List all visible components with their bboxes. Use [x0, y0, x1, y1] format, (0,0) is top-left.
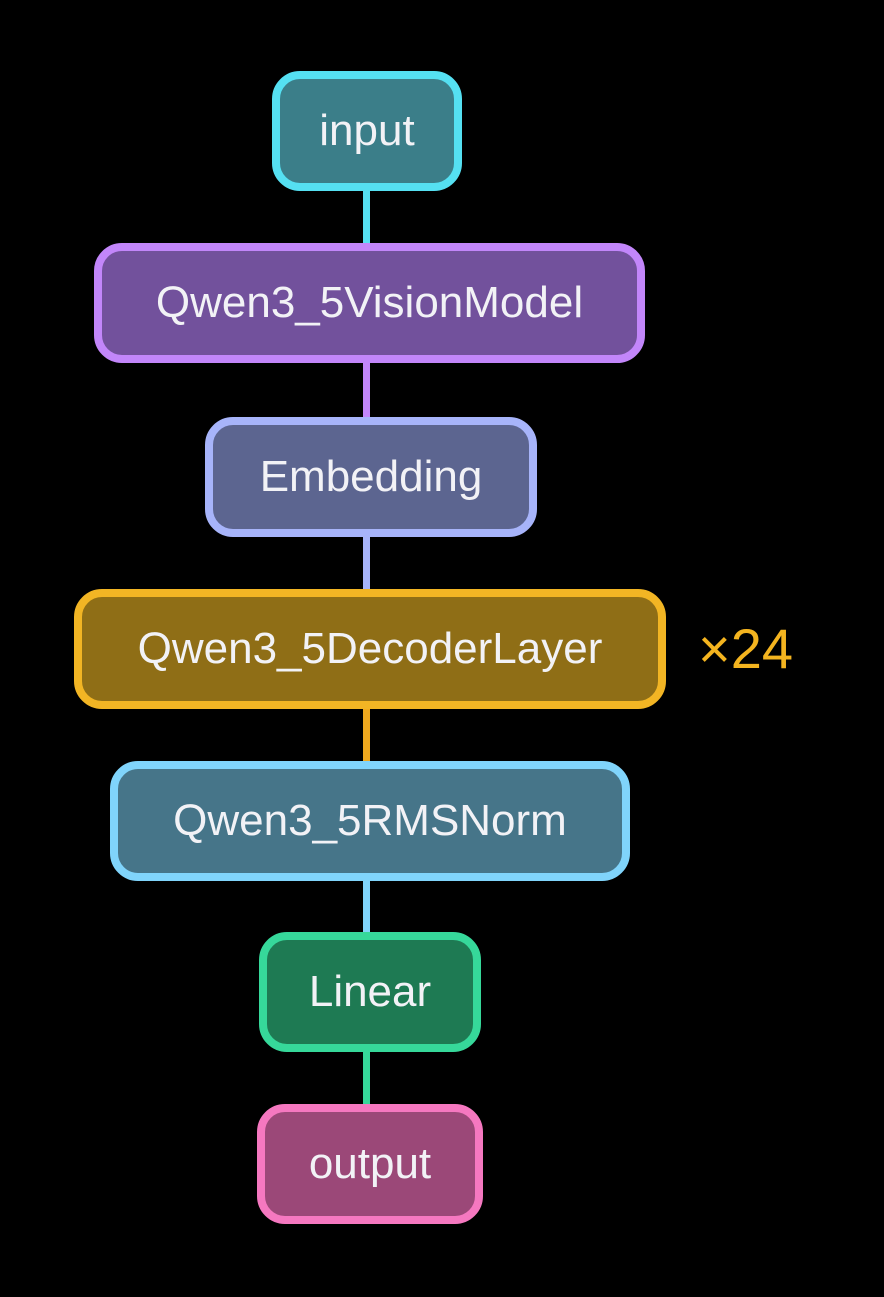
node-embedding-label: Embedding [259, 452, 483, 501]
node-qwen3-5visionmodel-label: Qwen3_5VisionModel [155, 278, 584, 327]
repeat-count-label: ×24 [698, 617, 793, 680]
edge-linear-output [363, 1050, 370, 1108]
node-qwen3-5decoderlayer[interactable]: Qwen3_5DecoderLayer [74, 589, 666, 709]
edge-visionmodel-embedding [363, 361, 370, 421]
node-qwen3-5visionmodel[interactable]: Qwen3_5VisionModel [94, 243, 645, 363]
node-input-label: input [319, 106, 415, 155]
node-qwen3-5rmsnorm[interactable]: Qwen3_5RMSNorm [110, 761, 630, 881]
edge-embedding-decoderlayer [363, 535, 370, 593]
edge-decoderlayer-rmsnorm [363, 707, 370, 765]
node-linear[interactable]: Linear [259, 932, 481, 1052]
node-input[interactable]: input [272, 71, 462, 191]
node-output[interactable]: output [257, 1104, 483, 1224]
edge-input-visionmodel [363, 189, 370, 247]
edge-rmsnorm-linear [363, 879, 370, 936]
node-embedding[interactable]: Embedding [205, 417, 537, 537]
node-qwen3-5rmsnorm-label: Qwen3_5RMSNorm [173, 796, 567, 845]
node-output-label: output [308, 1139, 432, 1188]
node-linear-label: Linear [308, 967, 432, 1016]
node-qwen3-5decoderlayer-label: Qwen3_5DecoderLayer [137, 624, 603, 673]
